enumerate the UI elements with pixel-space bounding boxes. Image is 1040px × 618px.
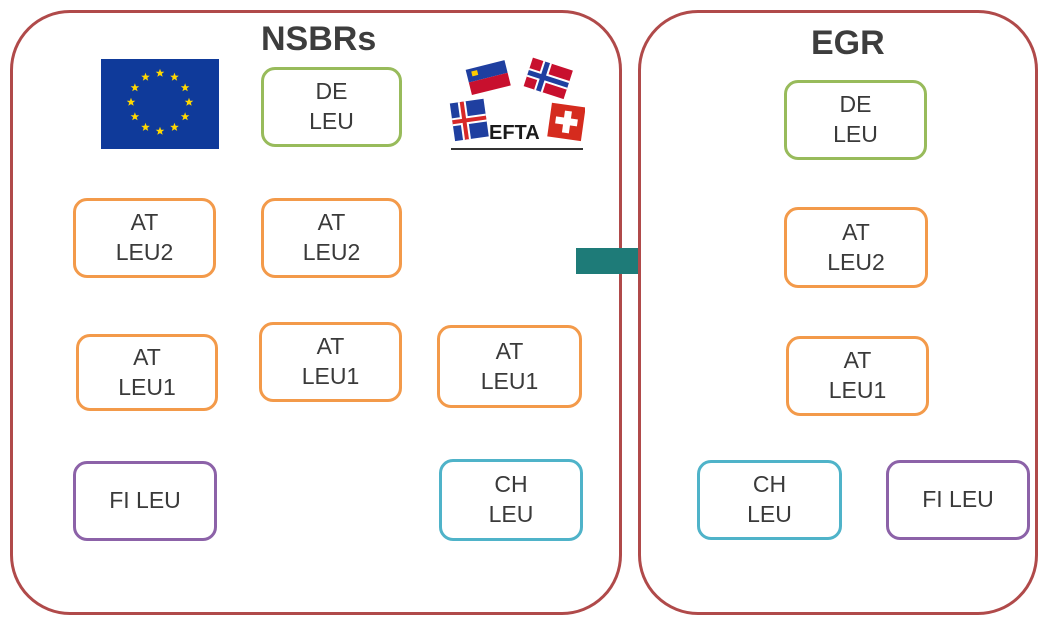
egr-node-at-leu2: AT LEU2 — [784, 207, 928, 288]
nsbr-node-de-leu: DE LEU — [261, 67, 402, 147]
nsbr-node-at-leu1-left: AT LEU1 — [76, 334, 218, 411]
egr-node-at-leu1: AT LEU1 — [786, 336, 929, 416]
nsbr-node-fi-leu: FI LEU — [73, 461, 217, 541]
nsbr-node-at-leu1-mid: AT LEU1 — [259, 322, 402, 402]
nsbr-node-at-leu2-left: AT LEU2 — [73, 198, 216, 278]
nsbr-node-at-leu2-mid: AT LEU2 — [261, 198, 402, 278]
eu-flag-icon — [101, 59, 219, 149]
nsbr-node-ch-leu: CH LEU — [439, 459, 583, 541]
egr-node-fi-leu: FI LEU — [886, 460, 1030, 540]
egr-node-ch-leu: CH LEU — [697, 460, 842, 540]
efta-logo: EFTA — [449, 57, 585, 150]
nsbr-panel-title: NSBRs — [261, 20, 377, 58]
nsbr-node-at-leu1-right: AT LEU1 — [437, 325, 582, 408]
egr-panel-title: EGR — [811, 24, 885, 62]
egr-node-de-leu: DE LEU — [784, 80, 927, 160]
efta-logo-text: EFTA — [489, 122, 540, 144]
